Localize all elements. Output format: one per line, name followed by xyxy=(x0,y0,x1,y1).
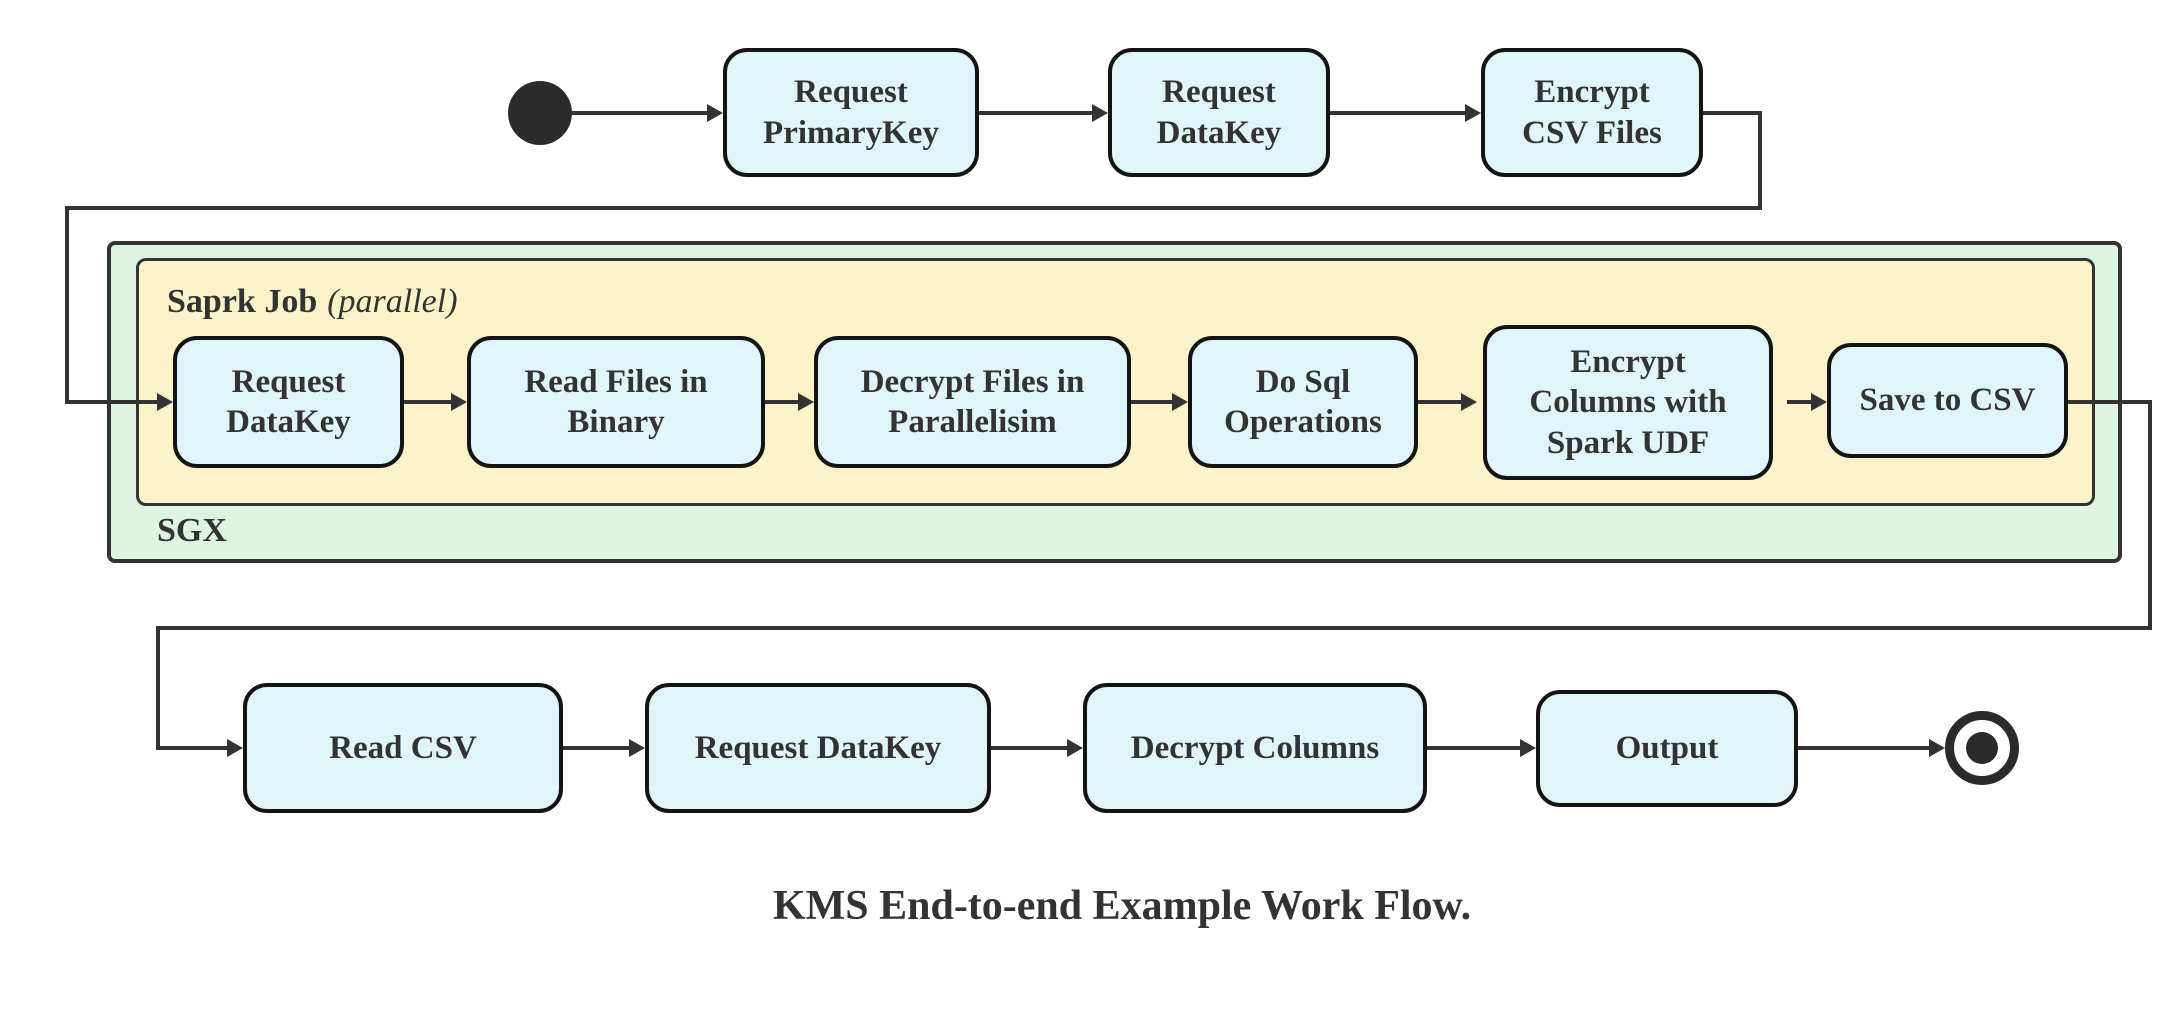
edge-datakey-to-encrypt-csv xyxy=(1330,111,1465,115)
edge-decryptcolumns-to-output xyxy=(1427,746,1521,750)
arrowhead-icon xyxy=(798,393,814,411)
start-state-node xyxy=(508,81,572,145)
state-encrypt-csv-files: Encrypt CSV Files xyxy=(1481,48,1703,177)
state-request-datakey-top: Request DataKey xyxy=(1108,48,1330,177)
diagram-caption: KMS End-to-end Example Work Flow. xyxy=(772,883,1472,929)
arrowhead-icon xyxy=(227,739,243,757)
arrowhead-icon xyxy=(1520,739,1536,757)
edge-encryptcolumns-to-savecsv xyxy=(1787,400,1812,404)
arrowhead-icon xyxy=(1092,104,1108,122)
spark-job-label-bold: Saprk Job xyxy=(167,283,318,320)
state-decrypt-columns: Decrypt Columns xyxy=(1083,683,1427,813)
edge-primarykey-to-datakey xyxy=(979,111,1092,115)
state-encrypt-columns-with-spark-udf: Encrypt Columns with Spark UDF xyxy=(1483,325,1773,480)
arrowhead-icon xyxy=(1465,104,1481,122)
end-state-node xyxy=(1945,711,2019,785)
arrowhead-icon xyxy=(1461,393,1477,411)
spark-job-label: Saprk Job(parallel) xyxy=(167,283,458,321)
arrowhead-icon xyxy=(1067,739,1083,757)
edge-to-sgx-segment xyxy=(1758,111,1762,210)
edge-dosql-to-encryptcolumns xyxy=(1418,400,1462,404)
edge-to-sgx-segment xyxy=(65,206,69,404)
arrowhead-icon xyxy=(707,104,723,122)
arrowhead-icon xyxy=(157,393,173,411)
state-read-files-in-binary: Read Files in Binary xyxy=(467,336,765,468)
spark-job-label-italic: (parallel) xyxy=(327,283,458,320)
edge-output-to-end xyxy=(1798,746,1930,750)
edge-savecsv-to-readcsv-segment xyxy=(156,626,160,750)
edge-savecsv-to-readcsv-segment xyxy=(2068,400,2152,404)
edge-savecsv-to-readcsv-segment xyxy=(2148,400,2152,630)
state-read-csv: Read CSV xyxy=(243,683,563,813)
state-save-to-csv: Save to CSV xyxy=(1827,343,2068,458)
end-state-inner-dot xyxy=(1966,732,1998,764)
arrowhead-icon xyxy=(629,739,645,757)
state-request-datakey-sgx: Request DataKey xyxy=(173,336,404,468)
edge-readfiles-to-decryptfiles xyxy=(765,400,799,404)
state-decrypt-files-in-parallelisim: Decrypt Files in Parallelisim xyxy=(814,336,1131,468)
edge-to-sgx-segment xyxy=(1703,111,1762,115)
sgx-label: SGX xyxy=(157,512,227,549)
state-do-sql-operations: Do Sql Operations xyxy=(1188,336,1418,468)
arrowhead-icon xyxy=(1172,393,1188,411)
edge-to-sgx-segment xyxy=(65,206,1762,210)
edge-datakey-to-decryptcolumns xyxy=(991,746,1068,750)
edge-datakey-to-readfiles xyxy=(404,400,452,404)
edge-savecsv-to-readcsv-segment xyxy=(156,746,227,750)
state-output: Output xyxy=(1536,690,1798,807)
edge-to-sgx-segment xyxy=(65,400,157,404)
arrowhead-icon xyxy=(1811,393,1827,411)
edge-start-to-request-primarykey xyxy=(572,111,710,115)
edge-savecsv-to-readcsv-segment xyxy=(156,626,2152,630)
edge-decryptfiles-to-dosql xyxy=(1131,400,1173,404)
state-request-primarykey: Request PrimaryKey xyxy=(723,48,979,177)
arrowhead-icon xyxy=(451,393,467,411)
arrowhead-icon xyxy=(1929,739,1945,757)
state-request-datakey-bottom: Request DataKey xyxy=(645,683,991,813)
edge-readcsv-to-datakey xyxy=(563,746,630,750)
